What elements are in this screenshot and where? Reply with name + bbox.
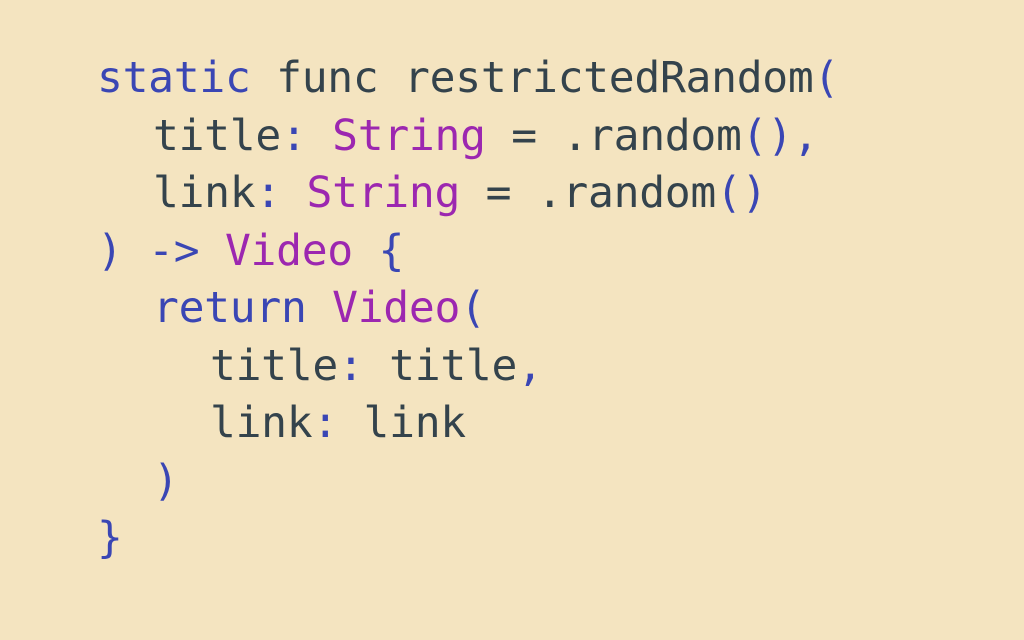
code-token: } (97, 513, 123, 563)
code-token: { (352, 225, 405, 276)
code-token: : (280, 110, 333, 161)
code-token: = .random (460, 168, 717, 218)
code-token: , (517, 340, 543, 391)
code-token: : (337, 340, 390, 391)
code-token: title (153, 110, 281, 161)
code-token: : (312, 398, 364, 448)
code-token: link (153, 168, 256, 218)
code-token: title (389, 340, 518, 391)
code-line-1: static func restrictedRandom( (97, 50, 839, 108)
code-line-8: ) (97, 453, 839, 511)
code-token: Video (332, 283, 461, 333)
code-line-7: link: link (97, 395, 839, 453)
code-token: static (97, 53, 251, 103)
code-token: ) (153, 455, 179, 506)
code-token: : (255, 168, 307, 218)
code-line-3: link: String = .random() (97, 165, 839, 223)
code-token: (), (741, 110, 819, 161)
code-block: static func restrictedRandom(title: Stri… (97, 50, 839, 568)
code-token: String (306, 168, 461, 218)
code-token: link (363, 398, 467, 448)
code-token: ( (813, 53, 840, 103)
code-token: func restrictedRandom (250, 53, 814, 103)
code-token: ) -> (97, 225, 225, 276)
code-line-5: return Video( (97, 280, 839, 338)
code-token: () (715, 168, 768, 218)
code-token: Video (224, 225, 353, 276)
code-token: return (153, 283, 333, 333)
code-line-6: title: title, (97, 338, 839, 396)
code-line-2: title: String = .random(), (97, 108, 839, 166)
code-line-4: ) -> Video { (97, 223, 839, 281)
code-token: ( (460, 283, 486, 333)
code-line-9: } (97, 510, 839, 568)
code-token: = .random (485, 110, 742, 161)
code-token: String (332, 110, 486, 161)
code-token: title (210, 340, 338, 391)
code-token: link (210, 398, 313, 448)
